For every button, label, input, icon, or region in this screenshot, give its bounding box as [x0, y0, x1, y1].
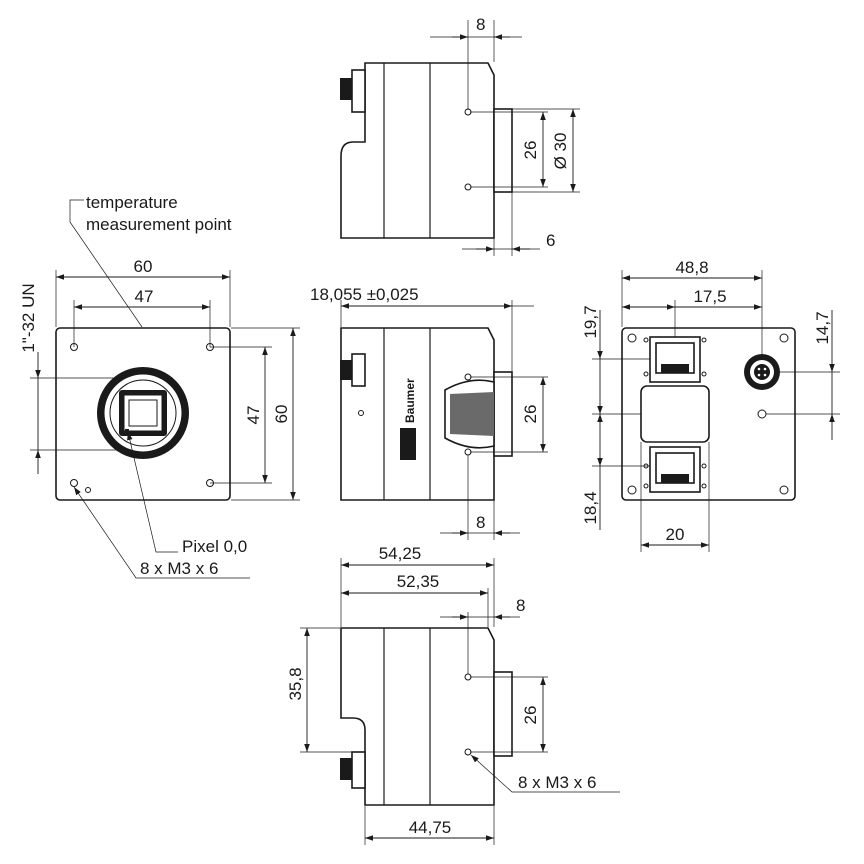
dim-top-depth: 6: [546, 231, 555, 250]
dim-back-offset-14-7: 14,7: [813, 311, 832, 344]
dim-top-diameter: Ø 30: [551, 133, 570, 170]
dim-bottom-flange: 8: [516, 596, 525, 615]
ethernet-port-icon: [643, 336, 707, 383]
connector-icon: [340, 353, 366, 387]
back-view: 48,8 17,5 19,7 18,4 14,7 20: [581, 258, 840, 552]
temperature-label-line1: temperature: [86, 193, 178, 212]
baumer-logo: Baumer: [400, 378, 417, 460]
connector-icon: [340, 751, 366, 789]
temperature-label-line2: measurement point: [86, 215, 232, 234]
dim-side-flange: 8: [476, 513, 485, 532]
dim-bottom-pitch: 26: [521, 706, 540, 725]
dim-front-height: 60: [272, 405, 291, 424]
dim-bottom-length-52-35: 52,35: [397, 572, 440, 591]
dim-back-width-17-5: 17,5: [693, 287, 726, 306]
power-connector-icon: [744, 354, 780, 390]
connector-icon: [340, 69, 366, 113]
screw-label-front: 8 x M3 x 6: [140, 559, 218, 578]
dim-bottom-length-44-75: 44,75: [409, 818, 452, 837]
dim-bottom-height-35-8: 35,8: [286, 667, 305, 700]
dim-back-width-48-8: 48,8: [675, 258, 708, 277]
dim-top-flange: 8: [476, 15, 485, 34]
screw-label-bottom: 8 x M3 x 6: [518, 773, 596, 792]
dim-side-pitch: 26: [521, 405, 540, 424]
brand-text: Baumer: [403, 378, 417, 423]
dim-back-offset-18-4: 18,4: [581, 491, 600, 524]
front-view: 47 60 47 60 1"-32 UN temperature measure…: [19, 193, 300, 579]
dim-front-width: 60: [134, 257, 153, 276]
dim-side-flange-distance: 18,055 ±0,025: [310, 285, 419, 304]
dim-front-hole-spacing-h: 47: [135, 287, 154, 306]
lens-mount-icon: [97, 367, 189, 459]
dim-front-hole-spacing-v: 47: [244, 406, 263, 425]
dim-back-port-width: 20: [666, 525, 685, 544]
dim-top-pitch: 26: [521, 141, 540, 160]
dim-bottom-length-54-25: 54,25: [379, 544, 422, 563]
dim-back-offset-19-7: 19,7: [581, 305, 600, 338]
ethernet-port-icon: [643, 446, 707, 493]
top-view: 8 26 Ø 30 6: [340, 15, 580, 256]
bottom-view: 54,25 52,35 8 35,8 26 8 x M3 x 6 44,75: [286, 544, 620, 845]
pixel-origin-label: Pixel 0,0: [182, 537, 247, 556]
side-view: Baumer 18,055 ±0,025 26 8: [310, 285, 548, 540]
thread-label: 1"-32 UN: [19, 283, 38, 352]
